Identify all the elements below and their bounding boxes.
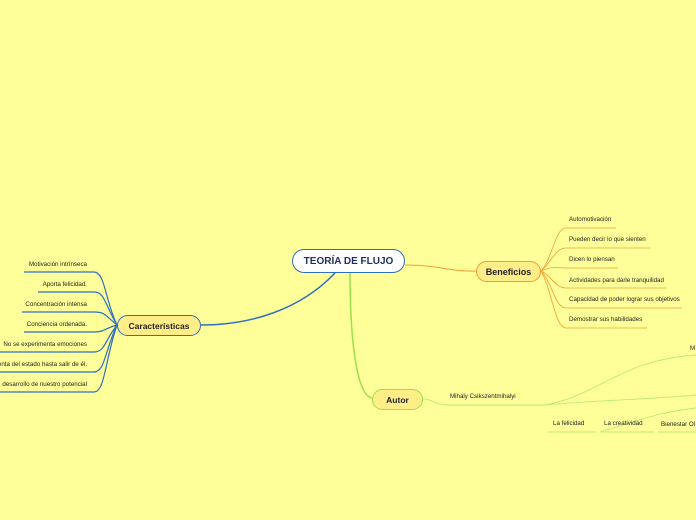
beneficio-item[interactable]: Pueden decir lo que sienten [569,236,646,243]
autor-connectors [422,354,696,433]
topic-autor[interactable]: Autor [372,389,423,410]
beneficios-connectors [540,227,682,329]
beneficio-item[interactable]: Actividades para darle tranquilidad [569,277,664,284]
topic-beneficios-label: Beneficios [485,266,532,277]
topic-beneficios[interactable]: Beneficios [476,261,541,282]
caracteristica-item[interactable]: Aporta felicidad. [42,281,87,288]
caracteristica-item[interactable]: No se experimenta emociones [3,341,87,348]
caracteristica-item[interactable]: Motivación intrínseca [28,261,87,268]
topic-caracteristicas[interactable]: Características [117,315,201,336]
caracteristica-item[interactable]: enta del estado hasta salir de él. [0,361,87,368]
autor-subitem[interactable]: La felicidad [553,420,585,427]
autor-subitem[interactable]: La creatividad [604,420,643,427]
caracteristicas-connectors [0,271,118,393]
connector-root-beneficios [404,264,477,272]
caracteristica-item[interactable]: Concentración intensa [25,301,87,308]
central-topic-label: TEORÍA DE FLUJO [303,255,394,267]
caracteristica-item[interactable]: Conciencia ordenada. [26,321,87,328]
beneficio-item[interactable]: Demostrar sus habilidades [569,316,643,323]
connector-root-caracteristicas [200,272,336,326]
caracteristica-item[interactable]: desarrollo de nuestro potencial [2,381,87,388]
autor-subitem[interactable]: Bienestar Ol [661,421,696,428]
topic-autor-label: Autor [386,394,409,405]
central-topic[interactable]: TEORÍA DE FLUJO [292,249,405,273]
connector-root-autor [349,272,373,399]
autor-name[interactable]: Mihaly Csikszentmihalyi [450,393,516,400]
topic-caracteristicas-label: Características [128,320,190,331]
autor-subtopic-cut[interactable]: M [690,345,696,352]
beneficio-item[interactable]: Dicen lo piensan [569,256,615,263]
beneficio-item[interactable]: Automotivación [569,216,612,223]
beneficio-item[interactable]: Capacidad de poder lograr sus objetivos [569,296,680,303]
